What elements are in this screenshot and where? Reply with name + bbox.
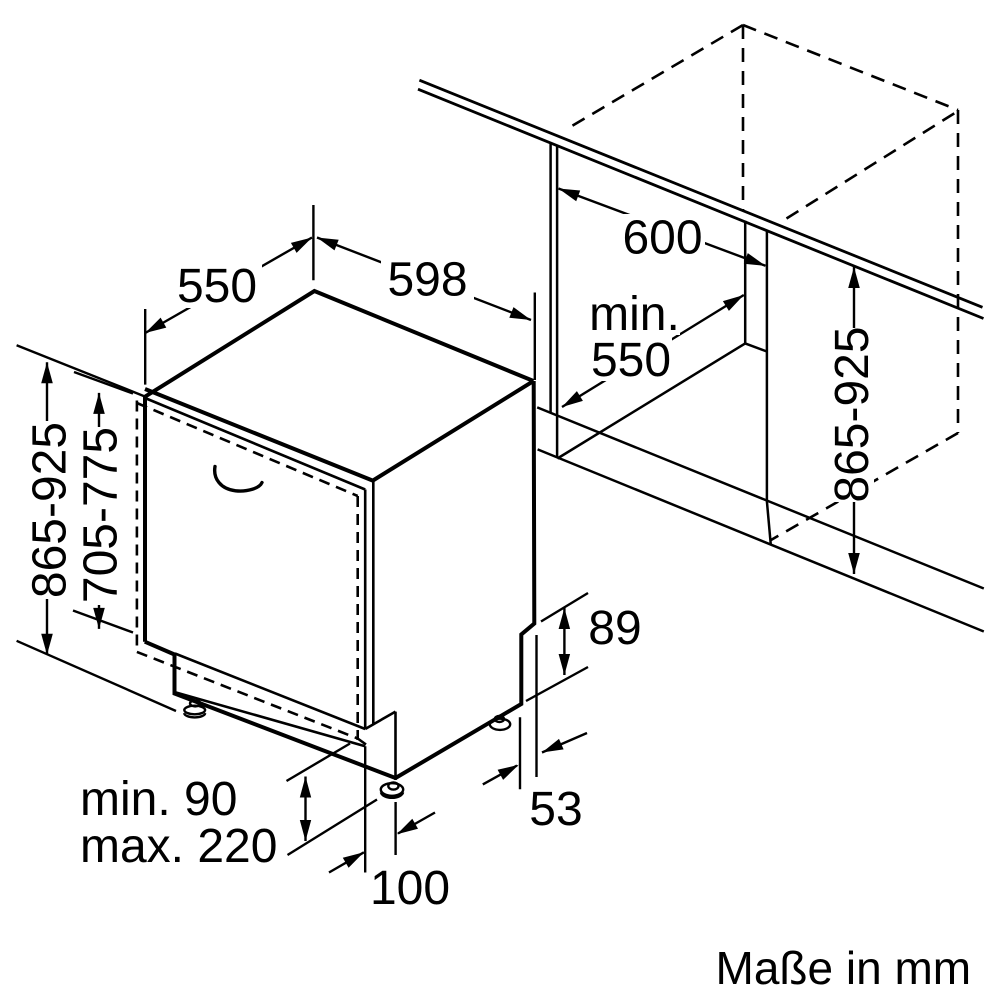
svg-text:Maße in mm: Maße in mm [716,942,972,994]
svg-text:53: 53 [529,783,582,836]
svg-text:705-775: 705-775 [75,427,128,603]
svg-text:min. 90: min. 90 [80,773,237,826]
svg-text:598: 598 [387,254,467,307]
svg-text:865-925: 865-925 [826,326,879,502]
svg-text:865-925: 865-925 [24,422,77,598]
svg-text:600: 600 [622,212,702,265]
svg-text:min.: min. [589,288,680,341]
svg-text:550: 550 [177,260,257,313]
svg-text:max. 220: max. 220 [80,820,277,873]
svg-text:550: 550 [591,334,671,387]
svg-text:89: 89 [588,602,641,655]
svg-text:100: 100 [370,862,450,915]
